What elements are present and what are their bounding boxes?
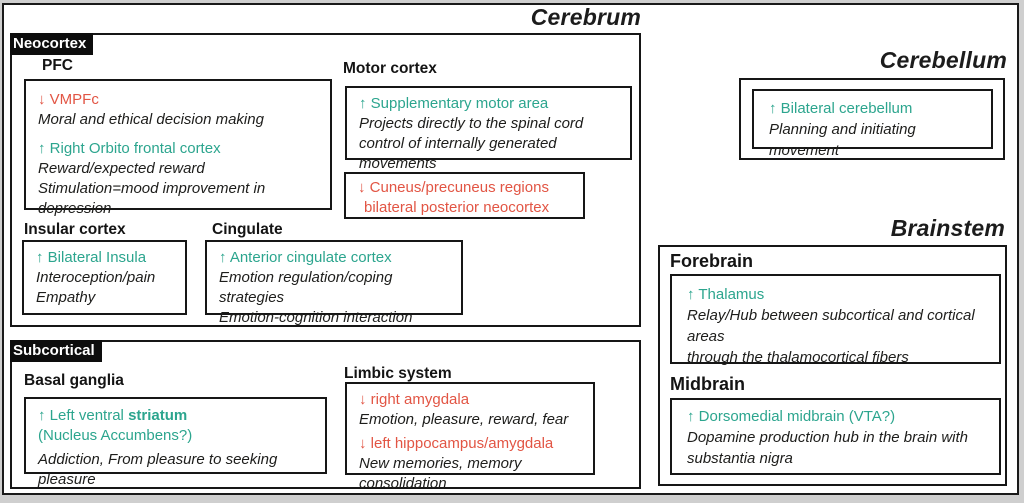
acc-line: ↑ Anterior cingulate cortex xyxy=(219,249,392,266)
midbrain-heading: Midbrain xyxy=(670,374,745,394)
sma-desc2-line: control of internally generated movement… xyxy=(359,135,557,172)
vmpfc-desc-line: Moral and ethical decision making xyxy=(38,111,264,128)
vta-box: ↑ Dorsomedial midbrain (VTA?) Dopamine p… xyxy=(670,398,1001,475)
limbic-system-box: ↓ right amygdala Emotion, pleasure, rewa… xyxy=(345,382,595,492)
cerebellum-inner-box: ↑ Bilateral cerebellum Planning and init… xyxy=(752,89,993,159)
acc-desc1-line: Emotion regulation/coping strategies xyxy=(219,269,393,306)
insula-desc1-line: Interoception/pain xyxy=(36,269,156,286)
orbito-desc2-line: Stimulation=mood improvement in depressi… xyxy=(38,180,266,217)
cingulate-heading: Cingulate xyxy=(212,221,283,238)
cuneus-box: ↓ Cuneus/precuneus regions bilateral pos… xyxy=(344,172,585,219)
amygdala-line: ↓ right amygdala xyxy=(359,391,470,408)
limbic-system-heading: Limbic system xyxy=(344,365,452,382)
basal-ganglia-box: ↑ Left ventral striatum (Nucleus Accumbe… xyxy=(24,397,327,488)
amygdala-desc-line: Emotion, pleasure, reward, fear xyxy=(359,411,569,428)
subcortical-box: Subcortical Basal ganglia ↑ Left ventral… xyxy=(10,340,641,492)
bilateral-cerebellum-line: ↑ Bilateral cerebellum xyxy=(769,100,913,117)
brainstem-title: Brainstem xyxy=(890,215,1005,241)
cerebrum-title: Cerebrum xyxy=(530,4,641,30)
cerebellum-title: Cerebellum xyxy=(879,47,1007,73)
motor-cortex-heading: Motor cortex xyxy=(343,60,437,77)
addiction-line: Addiction, From pleasure to seeking plea… xyxy=(38,451,278,488)
spacer xyxy=(38,130,324,139)
subcortical-tag: Subcortical xyxy=(10,340,102,362)
vmpfc-line: ↓ VMPFc xyxy=(38,91,99,108)
neocortex-box: Neocortex PFC ↓ VMPFc Moral and ethical … xyxy=(10,33,641,327)
hippocampus-desc-line: New memories, memory consolidation xyxy=(359,455,522,492)
striatum-prefix: ↑ Left ventral xyxy=(38,407,124,424)
vta-line: ↑ Dorsomedial midbrain (VTA?) xyxy=(687,408,896,425)
basal-ganglia-heading: Basal ganglia xyxy=(24,372,124,389)
orbito-line: ↑ Right Orbito frontal cortex xyxy=(38,140,221,157)
cingulate-box: ↑ Anterior cingulate cortex Emotion regu… xyxy=(205,240,463,326)
insula-desc2-line: Empathy xyxy=(36,289,96,306)
cuneus-line: ↓ Cuneus/precuneus regions xyxy=(358,179,549,196)
orbito-desc1-line: Reward/expected reward xyxy=(38,160,205,177)
thalamus-desc2-line: through the thalamocortical fibers xyxy=(687,349,909,366)
hippocampus-line: ↓ left hippocampus/amygdala xyxy=(359,435,554,452)
cerebellum-outer-box: ↑ Bilateral cerebellum Planning and init… xyxy=(739,78,1005,160)
striatum-line: ↑ Left ventral striatum xyxy=(38,406,319,426)
thalamus-desc1-line: Relay/Hub between subcortical and cortic… xyxy=(687,307,975,345)
supplementary-motor-box: ↑ Supplementary motor area Projects dire… xyxy=(345,86,632,172)
thalamus-line: ↑ Thalamus xyxy=(687,286,765,303)
striatum-bold: striatum xyxy=(128,407,188,424)
sma-desc1-line: Projects directly to the spinal cord xyxy=(359,115,584,132)
pfc-box: ↓ VMPFc Moral and ethical decision makin… xyxy=(24,79,332,217)
vta-desc2-line: substantia nigra xyxy=(687,450,793,467)
forebrain-heading: Forebrain xyxy=(670,251,754,271)
acc-desc2-line: Emotion-cognition interaction xyxy=(219,309,413,326)
thalamus-box: ↑ Thalamus Relay/Hub between subcortical… xyxy=(670,274,1001,366)
sma-line: ↑ Supplementary motor area xyxy=(359,95,549,112)
insular-box: ↑ Bilateral Insula Interoception/pain Em… xyxy=(22,240,187,315)
cuneus-desc-line: bilateral posterior neocortex xyxy=(364,199,550,216)
cerebellum-desc-line: Planning and initiating movement xyxy=(769,121,916,159)
insular-cortex-heading: Insular cortex xyxy=(24,221,126,238)
brainstem-box: Forebrain ↑ Thalamus Relay/Hub between s… xyxy=(658,245,1007,486)
insula-line: ↑ Bilateral Insula xyxy=(36,249,147,266)
neocortex-tag: Neocortex xyxy=(10,33,94,55)
nucleus-accumbens-line: (Nucleus Accumbens?) xyxy=(38,427,193,444)
pfc-heading: PFC xyxy=(42,57,73,74)
vta-desc1-line: Dopamine production hub in the brain wit… xyxy=(687,429,969,446)
